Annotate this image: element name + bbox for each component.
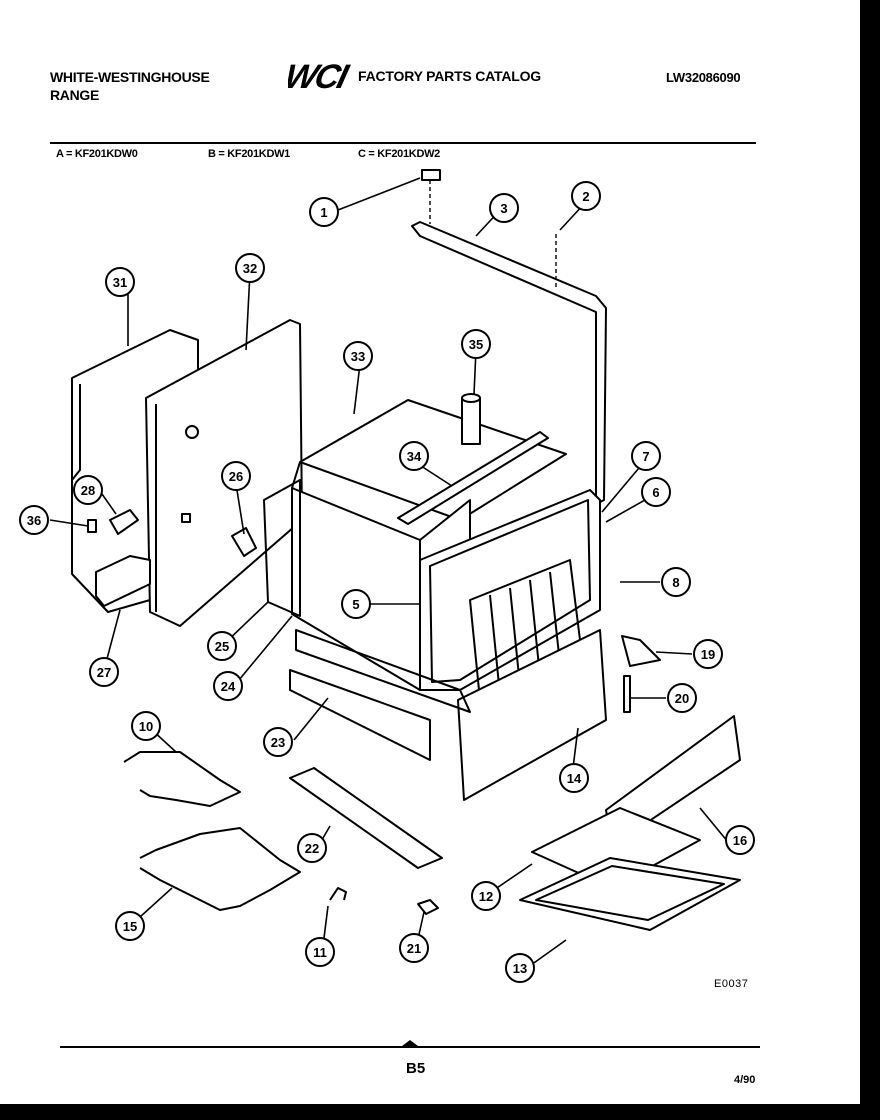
svg-text:31: 31: [113, 275, 127, 290]
callout-25: 25: [207, 631, 237, 661]
callout-21: 21: [399, 933, 429, 963]
page-label: B5: [406, 1060, 426, 1077]
diagram-code: E0037: [714, 978, 749, 990]
callout-5: 5: [341, 589, 371, 619]
part-1-clip: [421, 169, 441, 181]
svg-text:34: 34: [407, 449, 422, 464]
header-divider: [50, 142, 756, 144]
callout-36: 36: [19, 505, 49, 535]
svg-text:3: 3: [500, 201, 507, 216]
model-b: B = KF201KDW1: [208, 148, 290, 160]
callout-20: 20: [667, 683, 697, 713]
callout-26: 26: [221, 461, 251, 491]
part-10-bake-element: [123, 751, 241, 807]
callout-19: 19: [693, 639, 723, 669]
svg-text:20: 20: [675, 691, 689, 706]
svg-text:WCI: WCI: [288, 58, 353, 92]
part-27-bracket: [95, 555, 151, 607]
callout-22: 22: [297, 833, 327, 863]
callout-7: 7: [631, 441, 661, 471]
svg-text:28: 28: [81, 483, 95, 498]
part-13-broiler-pan: [519, 857, 741, 931]
svg-text:12: 12: [479, 889, 493, 904]
part-19-hinge: [621, 635, 661, 667]
part-36-clip: [87, 519, 97, 533]
callout-3: 3: [489, 193, 519, 223]
svg-text:24: 24: [221, 679, 236, 694]
svg-text:23: 23: [271, 735, 285, 750]
svg-text:27: 27: [97, 665, 111, 680]
part-3-top-panel: [411, 180, 607, 505]
model-a: A = KF201KDW0: [56, 148, 138, 160]
part-34-bar: [397, 431, 549, 525]
svg-text:8: 8: [672, 575, 679, 590]
bottom-tray: [295, 629, 471, 713]
catalog-title: FACTORY PARTS CATALOG: [358, 68, 541, 84]
svg-text:10: 10: [139, 719, 153, 734]
callout-8: 8: [661, 567, 691, 597]
svg-text:7: 7: [642, 449, 649, 464]
svg-text:22: 22: [305, 841, 319, 856]
brand-block: WHITE-WESTINGHOUSE RANGE: [50, 68, 210, 104]
svg-text:2: 2: [582, 189, 589, 204]
callout-32: 32: [235, 253, 265, 283]
svg-text:14: 14: [567, 771, 582, 786]
callout-35: 35: [461, 329, 491, 359]
part-15-broil-element: [139, 827, 301, 911]
callout-34: 34: [399, 441, 429, 471]
svg-text:36: 36: [27, 513, 41, 528]
svg-text:15: 15: [123, 919, 137, 934]
part-23-bottom-panel: [289, 669, 431, 761]
part-11-wire-clip: [329, 887, 347, 901]
part-14-door-panel: [457, 629, 607, 801]
product-type: RANGE: [50, 87, 100, 103]
part-21-nut: [417, 899, 439, 915]
callout-10: 10: [131, 711, 161, 741]
callout-24: 24: [213, 671, 243, 701]
svg-text:16: 16: [733, 833, 747, 848]
callout-6: 6: [641, 477, 671, 507]
part-20-pin: [623, 675, 631, 713]
callout-28: 28: [73, 475, 103, 505]
callout-16: 16: [725, 825, 755, 855]
callout-12: 12: [471, 881, 501, 911]
brand-name: WHITE-WESTINGHOUSE: [50, 69, 210, 85]
svg-text:1: 1: [320, 205, 327, 220]
svg-text:11: 11: [313, 945, 327, 960]
part-22-tray: [289, 767, 443, 869]
svg-text:19: 19: [701, 647, 715, 662]
svg-text:35: 35: [469, 337, 483, 352]
svg-text:6: 6: [652, 485, 659, 500]
callout-33: 33: [343, 341, 373, 371]
document-number: LW32086090: [666, 70, 741, 85]
part-35-vent-tube: [461, 393, 481, 445]
svg-text:32: 32: [243, 261, 257, 276]
callout-31: 31: [105, 267, 135, 297]
footer-marker: [402, 1040, 418, 1046]
svg-text:25: 25: [215, 639, 229, 654]
callout-1: 1: [309, 197, 339, 227]
callout-13: 13: [505, 953, 535, 983]
part-28-clip: [109, 509, 139, 535]
callout-2: 2: [571, 181, 601, 211]
part-25-gasket: [263, 479, 301, 617]
callout-27: 27: [89, 657, 119, 687]
callout-23: 23: [263, 727, 293, 757]
svg-text:21: 21: [407, 941, 421, 956]
svg-text:5: 5: [352, 597, 359, 612]
model-c: C = KF201KDW2: [358, 148, 440, 160]
svg-text:13: 13: [513, 961, 527, 976]
svg-text:33: 33: [351, 349, 365, 364]
parts-catalog-sheet: WHITE-WESTINGHOUSE RANGE WCI FACTORY PAR…: [0, 0, 860, 1104]
footer-divider: [60, 1046, 760, 1048]
svg-text:26: 26: [229, 469, 243, 484]
callout-14: 14: [559, 763, 589, 793]
callout-15: 15: [115, 911, 145, 941]
wci-logo: WCI: [281, 58, 354, 95]
callout-11: 11: [305, 937, 335, 967]
exploded-parts-diagram: 1 2 3 5 6 7 8 10 11 12 13 14 15 16 19 20…: [19, 169, 755, 983]
revision-date: 4/90: [734, 1074, 756, 1086]
